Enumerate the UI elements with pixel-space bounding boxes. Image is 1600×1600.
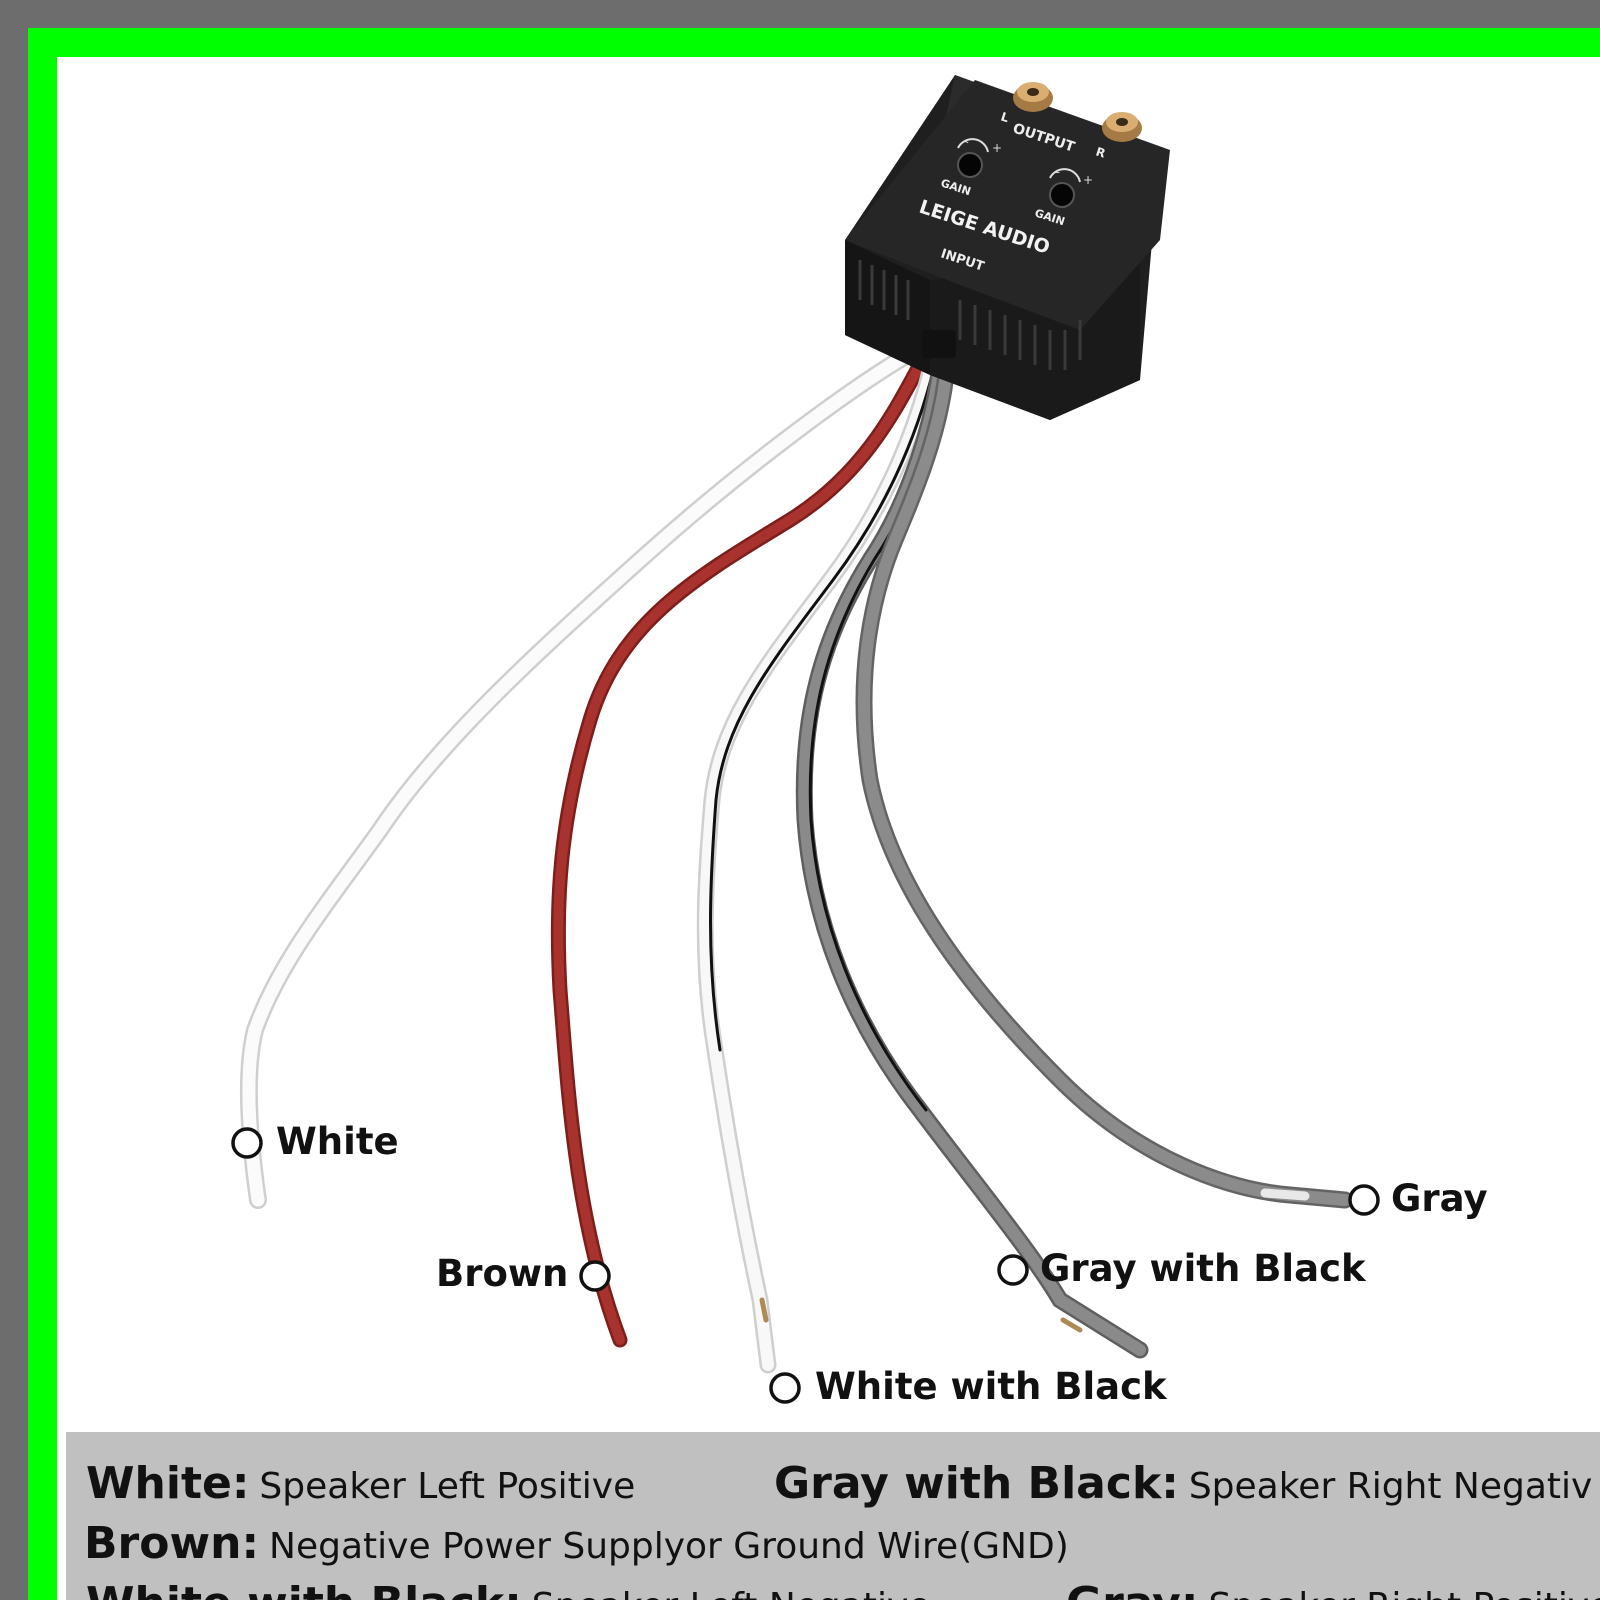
svg-text:–: – bbox=[961, 134, 971, 149]
gain-knob-left bbox=[957, 152, 983, 178]
legend-key-gray-with-black: Gray with Black: bbox=[774, 1458, 1179, 1509]
legend-key-gray: Gray: bbox=[1066, 1578, 1198, 1600]
legend-row-gray: Gray: Speaker Right Positive bbox=[1066, 1578, 1600, 1600]
wire-gray bbox=[855, 341, 1354, 1209]
line-output-converter: – + – + L OUTPUT R GAIN GAIN LEIGE AUDIO… bbox=[845, 75, 1170, 420]
svg-text:–: – bbox=[1054, 165, 1060, 179]
svg-text:+: + bbox=[992, 141, 1002, 155]
label-brown: Brown bbox=[436, 1252, 569, 1295]
rca-jack-left bbox=[1013, 82, 1053, 112]
legend-desc-gray: Speaker Right Positive bbox=[1208, 1586, 1600, 1600]
legend-key-white-with-black: White with Black: bbox=[86, 1578, 522, 1600]
label-gray: Gray bbox=[1391, 1177, 1488, 1220]
legend-row-white: White:Speaker Left Positive bbox=[86, 1458, 635, 1509]
marker-brown bbox=[579, 1260, 611, 1292]
marker-gray-with-black bbox=[997, 1254, 1029, 1286]
marker-white-with-black bbox=[769, 1372, 801, 1404]
marker-gray bbox=[1348, 1184, 1380, 1216]
legend-desc-brown: Negative Power Supplyor Ground Wire(GND) bbox=[269, 1526, 1069, 1567]
legend-key-brown: Brown: bbox=[84, 1518, 260, 1569]
wires bbox=[239, 336, 1354, 1374]
label-gray-with-black: Gray with Black bbox=[1040, 1247, 1366, 1290]
legend-desc-gray-with-black: Speaker Right Negativ bbox=[1188, 1466, 1593, 1507]
rca-jack-right bbox=[1102, 112, 1142, 142]
wire-white bbox=[239, 336, 934, 1209]
label-markers bbox=[231, 1127, 1380, 1404]
legend-desc-white: Speaker Left Positive bbox=[259, 1466, 636, 1507]
legend-panel: White:Speaker Left Positive Gray with Bl… bbox=[66, 1432, 1600, 1600]
svg-text:+: + bbox=[1083, 173, 1093, 187]
legend-key-white: White: bbox=[86, 1458, 250, 1509]
legend-row-brown: Brown:Negative Power Supplyor Ground Wir… bbox=[84, 1518, 1069, 1569]
legend-desc-white-with-black: Speaker Left Negative bbox=[532, 1586, 931, 1600]
label-white-with-black: White with Black bbox=[815, 1365, 1167, 1408]
gain-knob-right bbox=[1049, 182, 1075, 208]
diagram-canvas bbox=[57, 57, 1600, 1600]
label-white: White bbox=[276, 1120, 399, 1163]
device-output-l: L bbox=[999, 110, 1011, 126]
legend-row-white-with-black: White with Black: Speaker Left Negative bbox=[86, 1578, 930, 1600]
legend-row-gray-with-black: Gray with Black:Speaker Right Negativ bbox=[774, 1458, 1592, 1509]
device-output-r: R bbox=[1094, 145, 1107, 161]
marker-white bbox=[231, 1127, 263, 1159]
wire-gray-with-black bbox=[795, 341, 1149, 1359]
